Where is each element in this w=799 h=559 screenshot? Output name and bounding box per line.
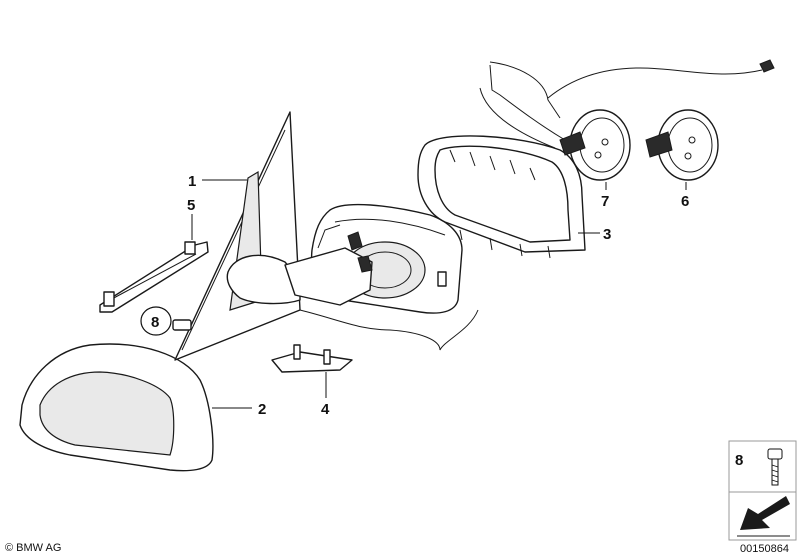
callout-labels: 1 2 3 4 5 6 7 8 xyxy=(140,173,689,418)
part-8-bolt[interactable] xyxy=(172,319,192,331)
reference-number: 00150864 xyxy=(740,543,789,555)
callout-6: 6 xyxy=(681,193,689,210)
part-2-mirror-cap[interactable] xyxy=(19,343,214,472)
part-1-mirror-glass[interactable] xyxy=(174,111,301,361)
part-4-bracket[interactable] xyxy=(271,344,353,373)
legend-box-label: 8 xyxy=(735,452,743,469)
callout-1: 1 xyxy=(188,173,196,190)
callout-3: 3 xyxy=(603,226,611,243)
copyright-text: © BMW AG xyxy=(5,542,61,554)
callout-4: 4 xyxy=(321,401,330,418)
callout-8: 8 xyxy=(151,314,159,331)
legend-box: 8 xyxy=(728,440,797,541)
callout-2: 2 xyxy=(258,401,266,418)
mirror-base-housing[interactable] xyxy=(226,203,479,351)
callout-5: 5 xyxy=(187,197,195,214)
leader-lines xyxy=(191,179,687,409)
callout-8-ring xyxy=(140,306,172,336)
part-6-actuator[interactable] xyxy=(645,109,719,181)
arrow-icon xyxy=(737,496,790,537)
callout-7: 7 xyxy=(601,193,609,210)
bolt-icon xyxy=(767,448,783,486)
part-3-mirror-frame[interactable] xyxy=(417,135,586,259)
part-5-trim-strip[interactable] xyxy=(99,241,209,313)
part-7-actuator-with-cable[interactable] xyxy=(479,59,775,181)
